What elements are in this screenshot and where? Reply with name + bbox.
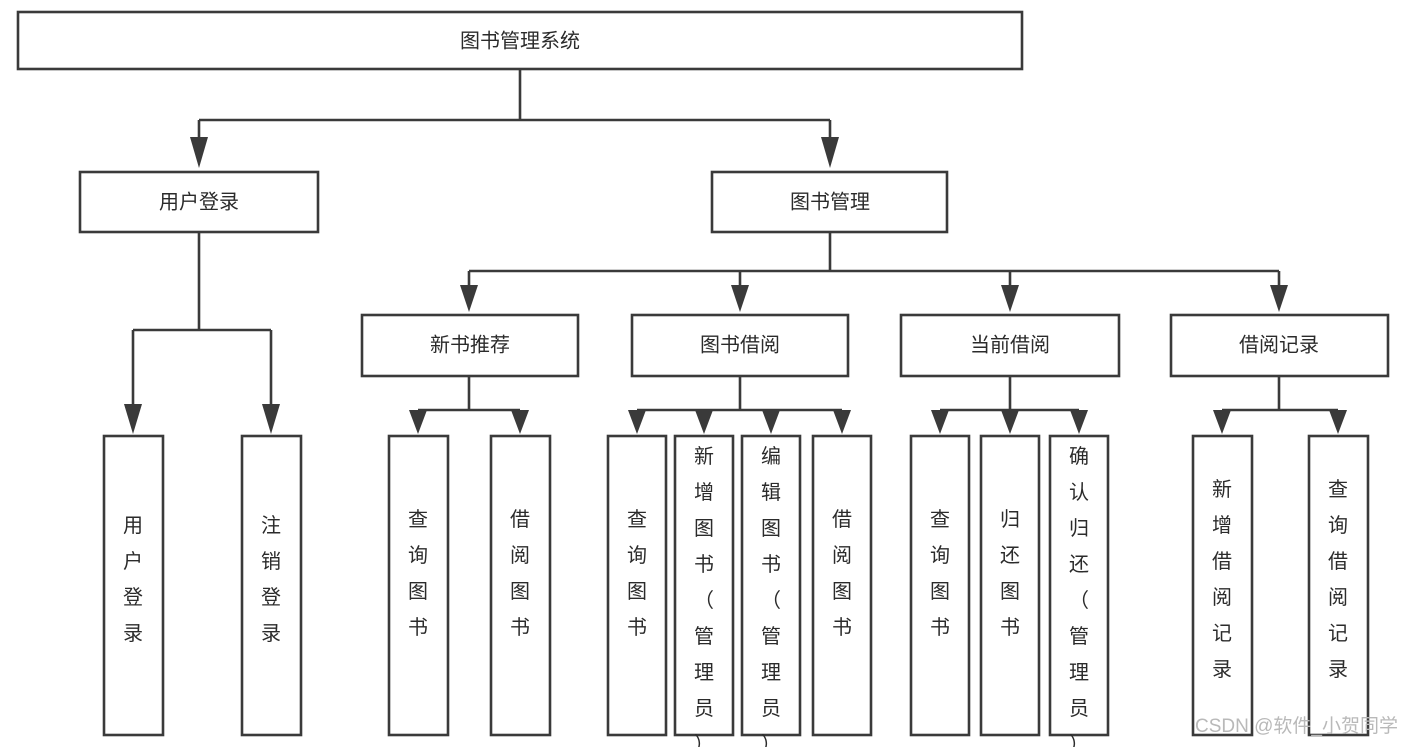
arrowhead-borrow-leaf2 (695, 410, 713, 434)
node-root-label: 图书管理系统 (460, 29, 580, 52)
arrowhead-bookmgmt (821, 137, 839, 168)
leaf-user-login-logout-box[interactable] (240, 434, 303, 737)
leaf-newbook-query[interactable]: 查询图书 (387, 434, 450, 737)
node-borrow-record[interactable]: 借阅记录 (1169, 313, 1390, 378)
leaf-current-confirm-return-label: 确认归还（管理员） (1069, 445, 1089, 747)
arrowhead-leaf-user-login (124, 404, 142, 434)
leaf-user-login-logout[interactable]: 注销登录 (240, 434, 303, 737)
arrowhead-borrow-leaf4 (833, 410, 851, 434)
arrowhead-leaf-logout (262, 404, 280, 434)
leaf-borrow-edit[interactable]: 编辑图书（管理员） (740, 434, 802, 747)
node-book-management-label: 图书管理 (790, 190, 870, 213)
leaf-record-query-label: 查询借阅记录 (1328, 478, 1348, 681)
node-root-box[interactable] (16, 10, 1024, 71)
leaf-borrow-query-label: 查询图书 (627, 508, 647, 639)
leaf-current-query-label: 查询图书 (930, 508, 950, 639)
leaf-current-return-label: 归还图书 (1000, 508, 1020, 639)
arrowhead-current-leaf3 (1070, 410, 1088, 434)
leaf-borrow-borrowbook-box[interactable] (811, 434, 873, 737)
arrowhead-current-leaf2 (1001, 410, 1019, 434)
leaf-current-query-box[interactable] (909, 434, 971, 737)
arrowhead-current-leaf1 (931, 410, 949, 434)
leaf-current-return-box[interactable] (979, 434, 1041, 737)
leaf-current-query[interactable]: 查询图书 (909, 434, 971, 737)
node-book-management[interactable]: 图书管理 (710, 170, 949, 234)
node-book-borrow-label: 图书借阅 (700, 333, 780, 356)
node-book-borrow-box[interactable] (630, 313, 850, 378)
connector-layer (124, 69, 1347, 434)
leaf-borrow-borrowbook[interactable]: 借阅图书 (811, 434, 873, 737)
node-new-book-recommend-box[interactable] (360, 313, 580, 378)
arrowhead-record-leaf1 (1213, 410, 1231, 434)
leaf-borrow-add-label: 新增图书（管理员） (694, 445, 714, 747)
csdn-watermark: CSDN @软件_小贺同学 (1195, 715, 1398, 737)
leaf-record-add-label: 新增借阅记录 (1212, 478, 1232, 681)
node-borrow-record-box[interactable] (1169, 313, 1390, 378)
arrowhead-current (1001, 285, 1019, 312)
leaf-newbook-borrow-box[interactable] (489, 434, 552, 737)
leaf-borrow-edit-box[interactable] (740, 434, 802, 737)
arrowhead-newbook-leaf1 (409, 410, 427, 434)
node-new-book-recommend-label: 新书推荐 (430, 333, 510, 356)
leaf-borrow-borrowbook-label: 借阅图书 (832, 508, 852, 639)
leaf-record-query-box[interactable] (1307, 434, 1370, 737)
leaf-borrow-add-box[interactable] (673, 434, 735, 737)
leaf-borrow-add[interactable]: 新增图书（管理员） (673, 434, 735, 747)
leaf-borrow-query[interactable]: 查询图书 (606, 434, 668, 737)
leaf-record-query[interactable]: 查询借阅记录 (1307, 434, 1370, 737)
node-user-login-label: 用户登录 (159, 190, 239, 213)
node-current-borrow[interactable]: 当前借阅 (899, 313, 1121, 378)
node-current-borrow-box[interactable] (899, 313, 1121, 378)
leaf-newbook-borrow[interactable]: 借阅图书 (489, 434, 552, 737)
leaf-newbook-query-label: 查询图书 (408, 508, 428, 639)
arrowhead-record-leaf2 (1329, 410, 1347, 434)
leaf-record-add[interactable]: 新增借阅记录 (1191, 434, 1254, 737)
leaf-newbook-borrow-label: 借阅图书 (510, 508, 530, 639)
leaf-current-confirm-return-box[interactable] (1048, 434, 1110, 737)
node-book-borrow[interactable]: 图书借阅 (630, 313, 850, 378)
node-current-borrow-label: 当前借阅 (970, 333, 1050, 356)
leaf-record-add-box[interactable] (1191, 434, 1254, 737)
node-user-login[interactable]: 用户登录 (78, 170, 320, 234)
node-root[interactable]: 图书管理系统 (16, 10, 1024, 71)
arrowhead-record (1270, 285, 1288, 312)
node-borrow-record-label: 借阅记录 (1239, 333, 1319, 356)
leaf-user-login-login-label: 用户登录 (123, 515, 143, 645)
leaf-borrow-query-box[interactable] (606, 434, 668, 737)
arrowhead-borrow-leaf3 (762, 410, 780, 434)
leaf-current-return[interactable]: 归还图书 (979, 434, 1041, 737)
arrowhead-newbook-leaf2 (511, 410, 529, 434)
node-book-management-box[interactable] (710, 170, 949, 234)
leaf-user-login-login[interactable]: 用户登录 (102, 434, 165, 737)
arrowhead-borrow (731, 285, 749, 312)
arrowhead-borrow-leaf1 (628, 410, 646, 434)
node-new-book-recommend[interactable]: 新书推荐 (360, 313, 580, 378)
leaf-user-login-logout-label: 注销登录 (261, 514, 281, 645)
node-user-login-box[interactable] (78, 170, 320, 234)
leaf-borrow-edit-label: 编辑图书（管理员） (761, 445, 781, 747)
leaf-user-login-login-box[interactable] (102, 434, 165, 737)
arrowhead-userlogin (190, 137, 208, 168)
leaf-newbook-query-box[interactable] (387, 434, 450, 737)
leaf-current-confirm-return[interactable]: 确认归还（管理员） (1048, 434, 1110, 747)
arrowhead-newbook (460, 285, 478, 312)
